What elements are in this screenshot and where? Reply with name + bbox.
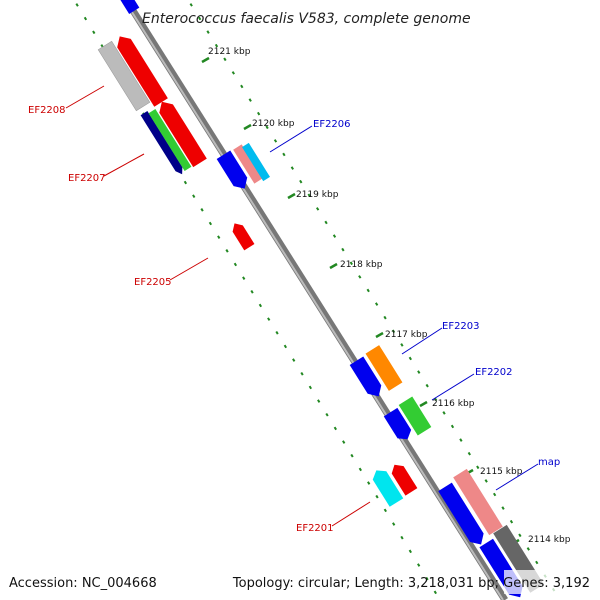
- tick-label: 2117 kbp: [385, 330, 428, 340]
- tick-mark: [329, 262, 338, 270]
- gene-label[interactable]: EF2201: [296, 523, 334, 534]
- accession-text: Accession: NC_004668: [9, 576, 157, 591]
- leader-line: [269, 125, 313, 153]
- gene-feature[interactable]: [97, 40, 151, 112]
- gene-feature[interactable]: [389, 461, 418, 496]
- gene-feature[interactable]: [140, 111, 186, 176]
- tick-mark: [201, 56, 210, 64]
- page-title: Enterococcus faecalis V583, complete gen…: [142, 11, 471, 27]
- gene-feature[interactable]: [398, 396, 432, 436]
- tick-label: 2115 kbp: [480, 467, 523, 477]
- gene-feature[interactable]: [438, 482, 488, 549]
- tick-mark: [375, 331, 384, 339]
- gene-label[interactable]: EF2206: [313, 119, 351, 130]
- footer-background: [504, 570, 600, 594]
- leader-line: [169, 257, 209, 281]
- genome-backbone: [122, 0, 508, 600]
- gene-feature[interactable]: [349, 356, 386, 400]
- leader-line: [65, 85, 105, 109]
- tick-label: 2119 kbp: [296, 190, 339, 200]
- gene-labels: EF2208 EF2207 EF2205 EF2201 EF2206 EF220…: [28, 105, 560, 534]
- leader-line: [331, 501, 371, 527]
- tick-mark: [243, 123, 252, 131]
- gene-feature[interactable]: [365, 345, 403, 391]
- tick-labels: 2121 kbp 2120 kbp 2119 kbp 2118 kbp 2117…: [208, 47, 571, 545]
- gene-feature[interactable]: [233, 144, 263, 184]
- gene-feature[interactable]: [118, 0, 140, 14]
- tick-marks: [201, 56, 520, 546]
- gene-feature[interactable]: [113, 32, 168, 107]
- gene-feature[interactable]: [370, 466, 404, 507]
- gene-label[interactable]: EF2202: [475, 367, 513, 378]
- outer-track-guide: [187, 0, 561, 600]
- genome-backbone-highlight: [123, 0, 504, 600]
- gene-label[interactable]: EF2205: [134, 277, 172, 288]
- gene-feature[interactable]: [148, 109, 192, 171]
- gene-label[interactable]: EF2207: [68, 173, 106, 184]
- topology-info-text: Topology: circular; Length: 3,218,031 bp…: [232, 576, 590, 591]
- tick-label: 2121 kbp: [208, 47, 251, 57]
- leader-line: [431, 373, 475, 401]
- gene-features: [97, 0, 544, 598]
- leader-line: [401, 327, 443, 355]
- tick-mark: [287, 192, 296, 200]
- tick-label: 2120 kbp: [252, 119, 295, 129]
- tick-mark: [419, 400, 428, 408]
- gene-feature[interactable]: [155, 98, 207, 168]
- gene-label[interactable]: EF2208: [28, 105, 66, 116]
- tick-label: 2118 kbp: [340, 260, 383, 270]
- gene-label[interactable]: EF2203: [442, 321, 480, 332]
- gene-feature[interactable]: [453, 468, 503, 536]
- tick-label: 2116 kbp: [432, 399, 475, 409]
- tick-label: 2114 kbp: [528, 535, 571, 545]
- gene-feature[interactable]: [242, 142, 270, 182]
- gene-feature[interactable]: [216, 150, 252, 192]
- leader-line: [495, 463, 539, 491]
- gene-label[interactable]: map: [538, 457, 560, 468]
- gene-feature[interactable]: [229, 220, 255, 251]
- leader-lines: [65, 85, 539, 527]
- gene-feature[interactable]: [383, 407, 415, 444]
- leader-line: [103, 153, 145, 177]
